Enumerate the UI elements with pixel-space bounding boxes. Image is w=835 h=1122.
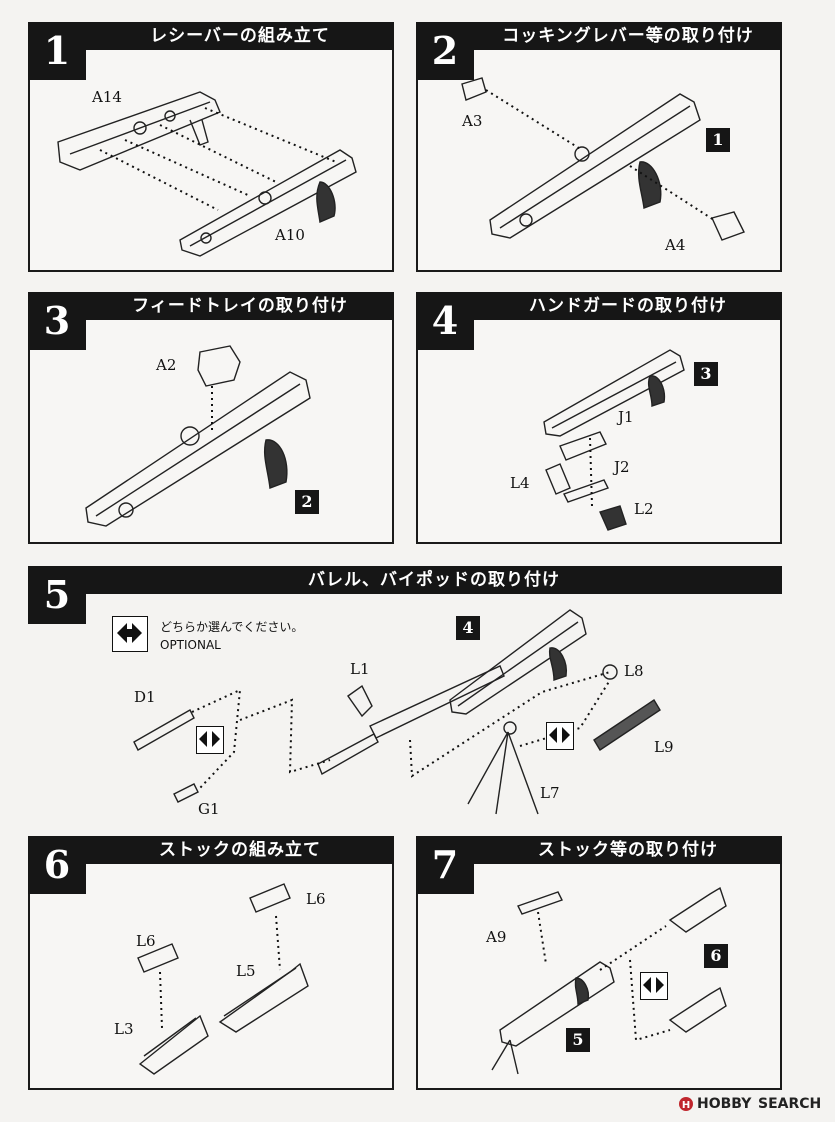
step-2-title: コッキングレバー等の取り付け xyxy=(474,22,782,50)
label-j1: J1 xyxy=(618,408,634,426)
label-l1: L1 xyxy=(350,660,370,678)
step-2-number: 2 xyxy=(416,22,474,80)
reference-step-1: 1 xyxy=(706,128,730,152)
reference-step-6: 6 xyxy=(704,944,728,968)
step-7-number: 7 xyxy=(416,836,474,894)
label-a10: A10 xyxy=(275,226,305,244)
reference-step-5: 5 xyxy=(566,1028,590,1052)
step-5-number: 5 xyxy=(28,566,86,624)
reference-step-2: 2 xyxy=(295,490,319,514)
optional-note-jp: どちらか選んでください。 xyxy=(160,620,304,634)
step-4-title: ハンドガードの取り付け xyxy=(474,292,782,320)
label-l6-right: L6 xyxy=(306,890,326,908)
label-d1: D1 xyxy=(134,688,156,706)
watermark-text: SEARCH xyxy=(758,1096,822,1112)
step-5-barrel-bipod-illustration xyxy=(133,609,661,815)
step-4-panel xyxy=(416,292,782,544)
label-l3: L3 xyxy=(114,1020,134,1038)
label-l4: L4 xyxy=(510,474,530,492)
step-6-number: 6 xyxy=(28,836,86,894)
label-j2: J2 xyxy=(614,458,630,476)
step-6-panel xyxy=(28,836,394,1090)
label-a2: A2 xyxy=(156,356,177,374)
step-7-title: ストック等の取り付け xyxy=(474,836,782,864)
step-5-title: バレル、バイポッドの取り付け xyxy=(86,566,782,594)
label-l7: L7 xyxy=(540,784,560,802)
label-l5: L5 xyxy=(236,962,256,980)
step-4-handguard-illustration xyxy=(543,349,685,531)
label-l8: L8 xyxy=(624,662,644,680)
label-g1: G1 xyxy=(198,800,220,818)
step-3-title: フィードトレイの取り付け xyxy=(86,292,394,320)
label-l2: L2 xyxy=(634,500,654,518)
hobby-search-logo-icon: H xyxy=(679,1097,693,1111)
step-6-stock-illustration xyxy=(137,883,309,1075)
label-a3: A3 xyxy=(462,112,483,130)
label-a9: A9 xyxy=(486,928,507,946)
optional-choice-icon-bipod xyxy=(546,722,574,750)
label-l6-left: L6 xyxy=(136,932,156,950)
step-6-title: ストックの組み立て xyxy=(86,836,394,864)
step-7-stock-attach-illustration xyxy=(491,886,727,1075)
svg-text:H: H xyxy=(682,1100,690,1111)
reference-step-3: 3 xyxy=(694,362,718,386)
optional-choice-icon-stock xyxy=(640,972,668,1000)
step-2-cocking-lever-illustration xyxy=(461,77,745,241)
step-1-title: レシーバーの組み立て xyxy=(86,22,394,50)
step-1-receiver-illustration xyxy=(57,91,357,257)
label-a14: A14 xyxy=(92,88,122,106)
step-4-number: 4 xyxy=(416,292,474,350)
step-3-feed-tray-illustration xyxy=(85,345,311,527)
label-l9: L9 xyxy=(654,738,674,756)
step-1-number: 1 xyxy=(28,22,86,80)
optional-choice-icon xyxy=(112,616,148,652)
optional-choice-icon-barrel xyxy=(196,726,224,754)
optional-note-en: OPTIONAL xyxy=(160,638,221,652)
step-3-number: 3 xyxy=(28,292,86,350)
reference-step-4: 4 xyxy=(456,616,480,640)
watermark-brand: HOBBY xyxy=(697,1096,752,1112)
label-a4: A4 xyxy=(665,236,686,254)
